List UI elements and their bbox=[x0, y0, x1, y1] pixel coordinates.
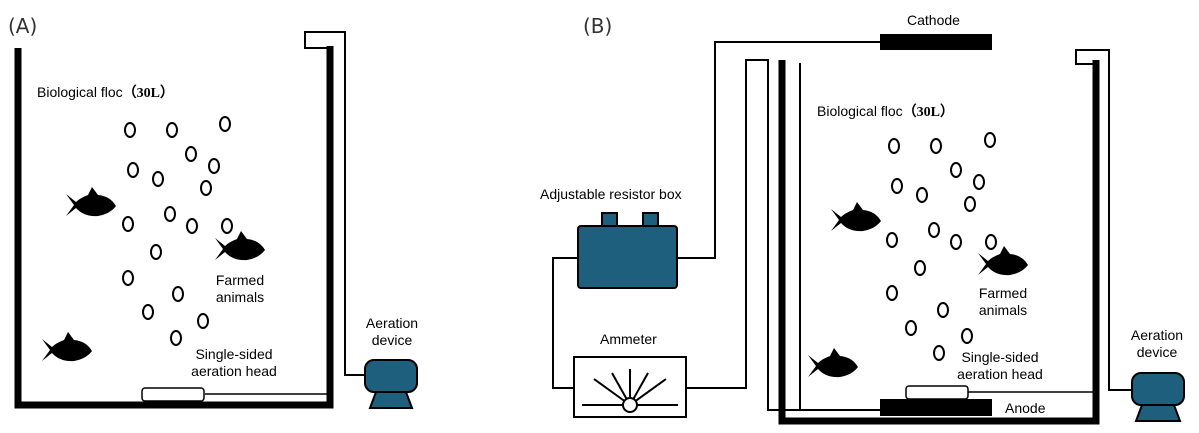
bubble-icon bbox=[186, 218, 198, 234]
panel-a-label: (A) bbox=[8, 14, 38, 38]
fish-icon bbox=[42, 332, 92, 362]
bubble-icon bbox=[172, 286, 184, 302]
bubble-icon bbox=[930, 138, 942, 154]
aeration-head-a bbox=[141, 387, 205, 402]
bubble-icon bbox=[170, 330, 182, 346]
bubble-icon bbox=[200, 180, 212, 196]
bubble-icon bbox=[937, 302, 949, 318]
bubble-icon bbox=[142, 304, 154, 320]
bubble-icon bbox=[127, 162, 139, 178]
bubble-icon bbox=[185, 146, 197, 162]
bubble-icon bbox=[916, 187, 928, 203]
bubble-icon bbox=[984, 132, 996, 148]
panel-b-label: (B) bbox=[583, 14, 613, 38]
bubble-icon bbox=[150, 244, 162, 260]
bubble-icon bbox=[950, 234, 962, 250]
tank-b-wall bbox=[778, 60, 1100, 425]
bubble-icon bbox=[208, 158, 220, 174]
bubble-icon bbox=[985, 234, 997, 250]
aeration-pump-icon bbox=[364, 359, 418, 409]
bubbles-a bbox=[122, 116, 233, 346]
bubbles-b bbox=[886, 132, 997, 361]
aeration-device-label-a: Aeration device bbox=[365, 315, 419, 348]
floc-label-a: Biological floc（30L） bbox=[37, 84, 174, 102]
aeration-device-label-b: Aeration device bbox=[1130, 327, 1184, 360]
tank-a bbox=[14, 46, 334, 409]
bubble-icon bbox=[886, 285, 898, 301]
cathode-label: Cathode bbox=[907, 12, 960, 28]
bubble-icon bbox=[928, 222, 940, 238]
wire-cathode-resistor bbox=[677, 41, 880, 259]
bubble-icon bbox=[197, 313, 209, 329]
bubble-icon bbox=[964, 196, 976, 212]
bubble-icon bbox=[219, 116, 231, 132]
resistor-box bbox=[577, 212, 678, 289]
animals-label-b: Farmed animals bbox=[978, 285, 1028, 318]
tank-a-wall bbox=[14, 46, 334, 409]
fish-icon bbox=[66, 187, 116, 217]
floc-text: Biological floc bbox=[37, 84, 123, 100]
bubble-icon bbox=[891, 178, 903, 194]
bubble-icon bbox=[914, 260, 926, 276]
tank-b-air-pipe bbox=[1075, 49, 1132, 391]
bubble-icon bbox=[905, 320, 917, 336]
floc-text: Biological floc bbox=[817, 103, 903, 119]
bubble-icon bbox=[221, 218, 233, 234]
bubble-icon bbox=[122, 216, 134, 232]
wire-resistor-ammeter bbox=[552, 257, 578, 389]
bubble-icon bbox=[124, 122, 136, 138]
aeration-head-b bbox=[905, 385, 969, 400]
aeration-head-label-a: Single-sided aeration head bbox=[191, 346, 277, 379]
ammeter-gauge-icon bbox=[582, 369, 678, 413]
floc-label-b: Biological floc（30L） bbox=[817, 103, 954, 121]
wire-ammeter-anode bbox=[686, 59, 880, 411]
bubble-icon bbox=[950, 162, 962, 178]
cathode-plate bbox=[880, 34, 992, 50]
bubble-icon bbox=[166, 122, 178, 138]
fish-icon bbox=[978, 246, 1028, 276]
bubble-icon bbox=[973, 174, 985, 190]
bubble-icon bbox=[888, 138, 900, 154]
anode-label: Anode bbox=[1005, 400, 1046, 416]
tank-b-inner-line bbox=[799, 63, 880, 411]
tank-a-air-pipe bbox=[304, 31, 365, 376]
anode-plate bbox=[880, 399, 992, 416]
bubble-icon bbox=[933, 345, 945, 361]
fish-icon bbox=[215, 231, 265, 261]
fish-icon bbox=[808, 348, 858, 378]
bubble-icon bbox=[961, 328, 973, 344]
resistor-box-label: Adjustable resistor box bbox=[540, 186, 682, 202]
bubble-icon bbox=[122, 270, 134, 286]
floc-volume: （30L） bbox=[122, 86, 174, 101]
fish-icon bbox=[831, 202, 881, 232]
ammeter bbox=[573, 356, 687, 418]
aeration-head-label-b: Single-sided aeration head bbox=[957, 349, 1043, 382]
bubble-icon bbox=[886, 232, 898, 248]
floc-volume: （30L） bbox=[902, 105, 954, 120]
ammeter-label: Ammeter bbox=[600, 331, 657, 347]
animals-label-a: Farmed animals bbox=[215, 272, 265, 305]
bubble-icon bbox=[164, 206, 176, 222]
bubble-icon bbox=[152, 171, 164, 187]
aeration-pump-icon bbox=[1131, 372, 1185, 422]
